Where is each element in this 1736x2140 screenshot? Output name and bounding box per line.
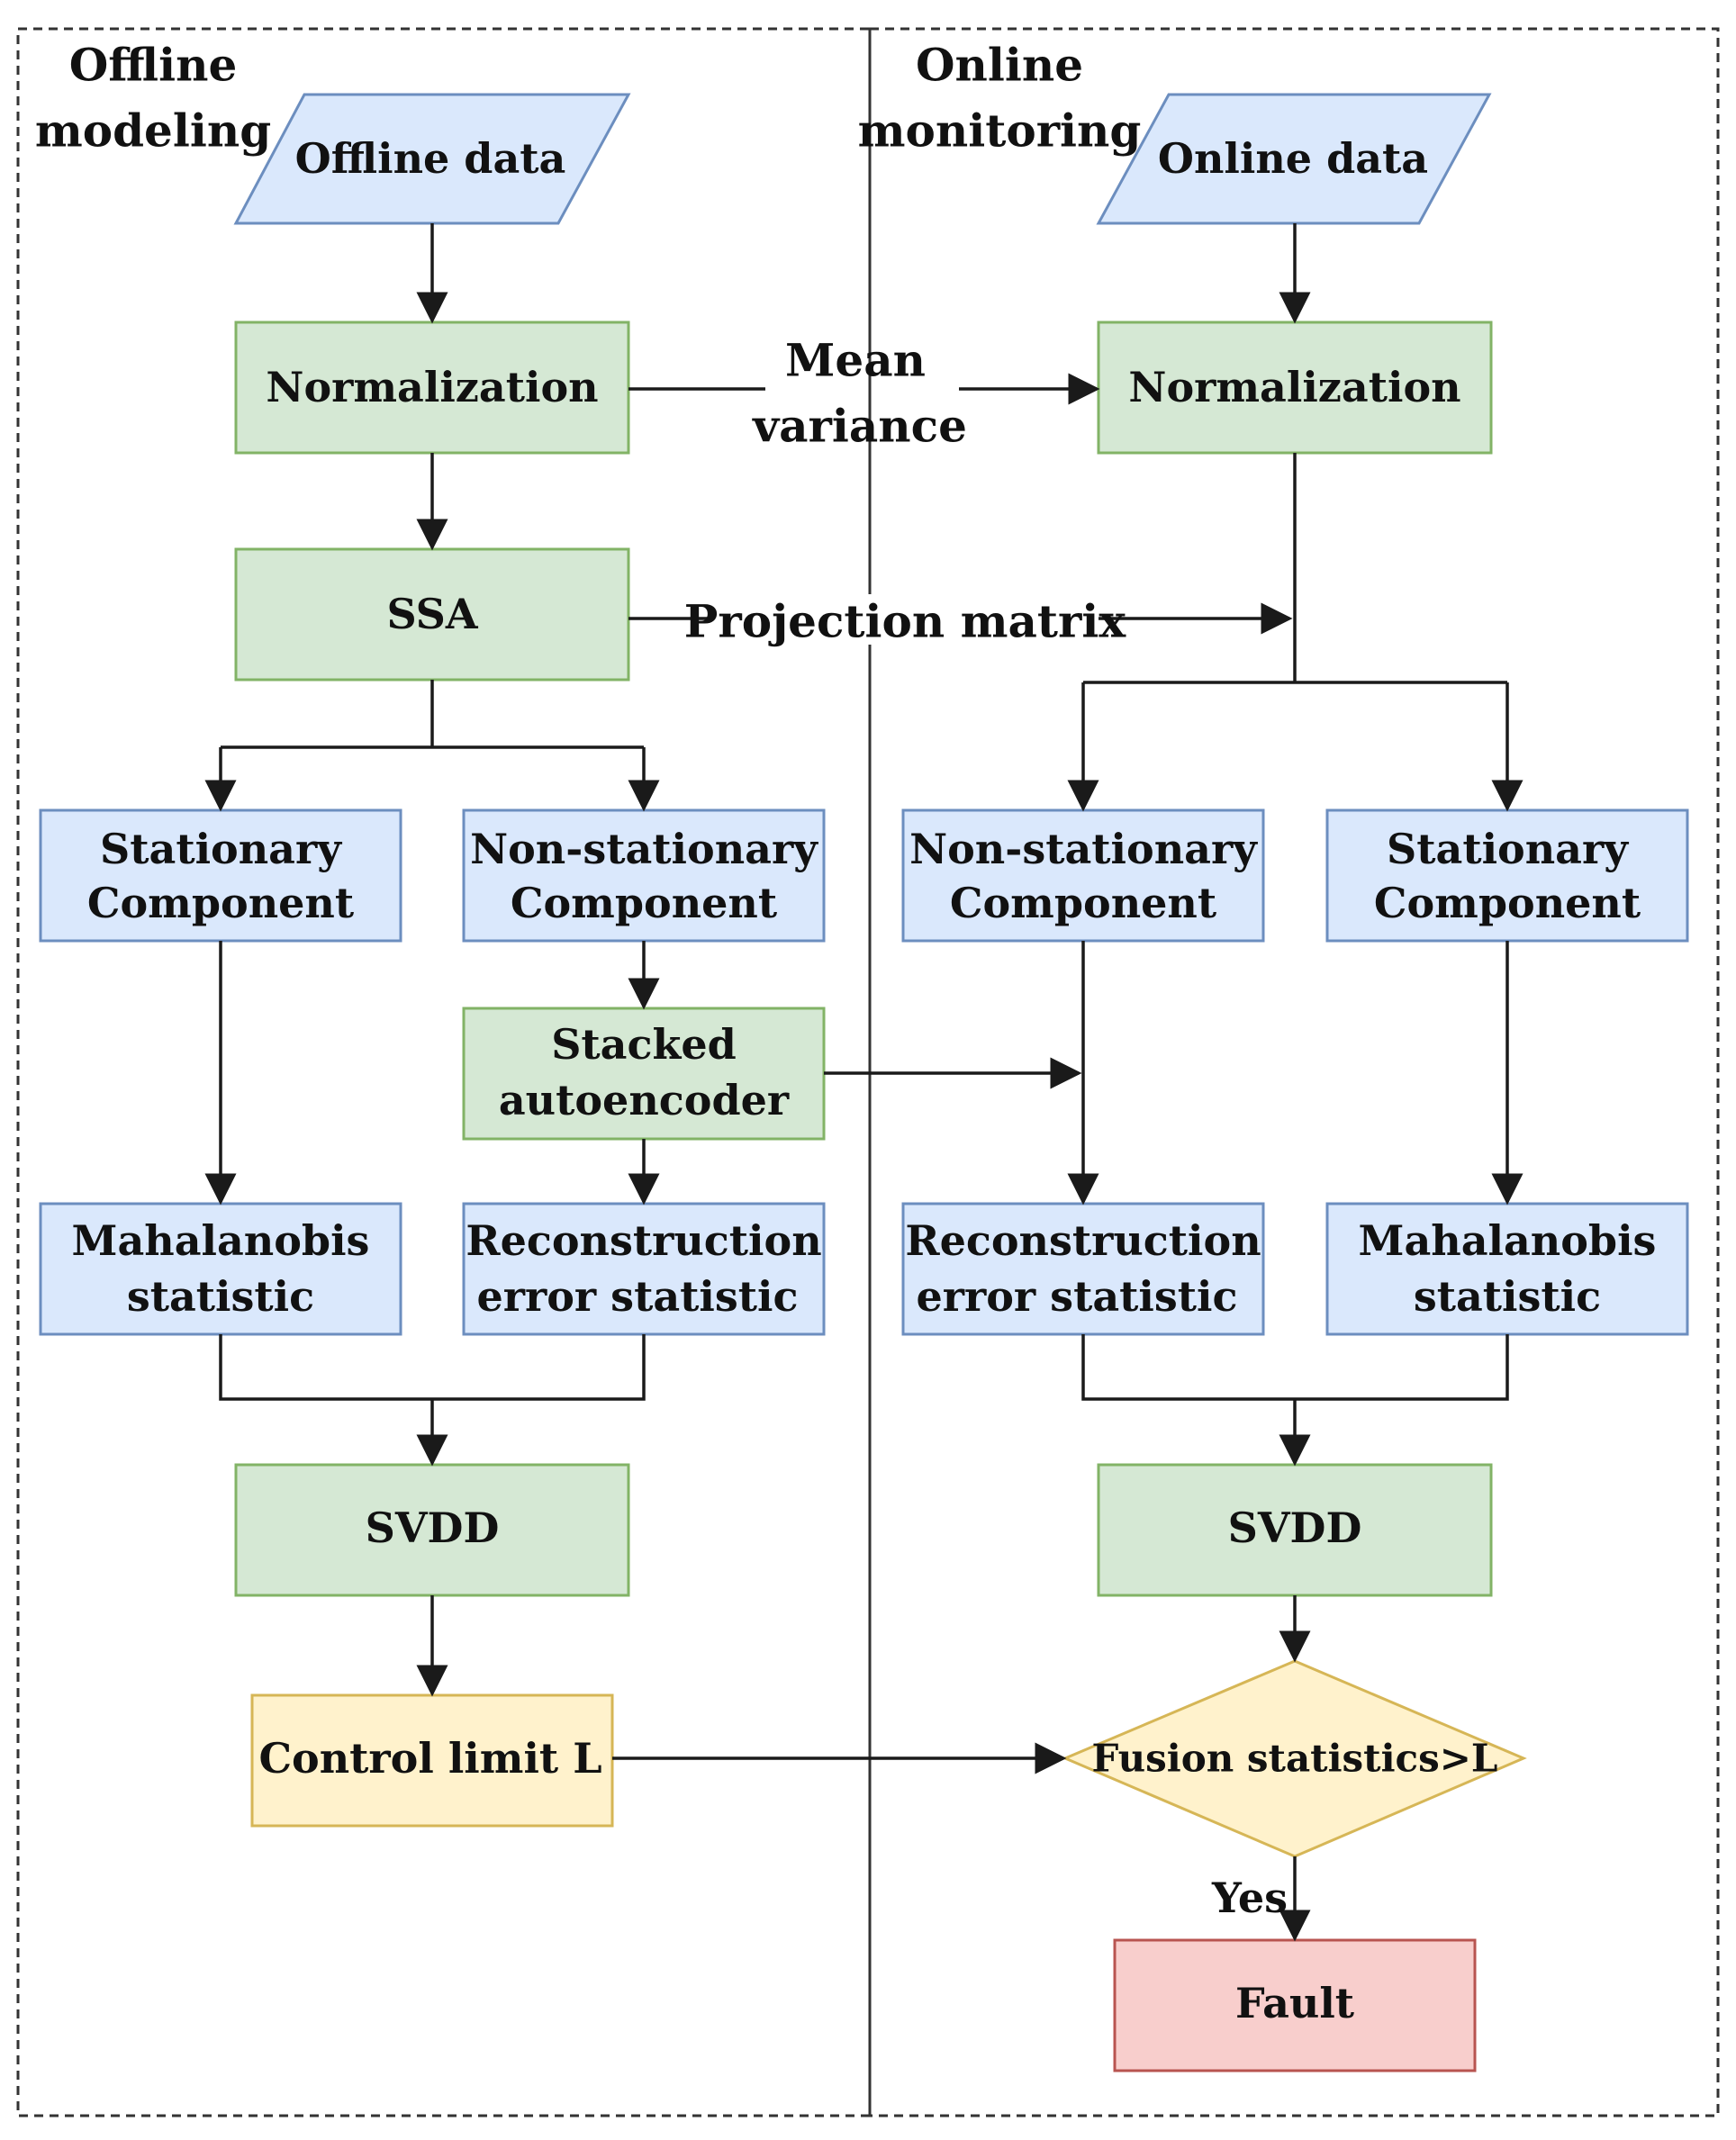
online-mahalanobis-label-2: statistic	[1414, 1272, 1601, 1321]
offline-autoencoder-label-1: Stacked	[551, 1020, 737, 1069]
online-nonstationary-label-2: Component	[950, 879, 1217, 927]
projection-label-bg	[711, 594, 1099, 645]
online-reconstruction-node	[901, 1202, 1265, 1336]
offline-data-node	[233, 93, 631, 225]
offline-mahalanobis-label-2: statistic	[127, 1272, 314, 1321]
offline-data-label: Offline data	[295, 134, 566, 183]
online-reconstruction-label-2: error statistic	[917, 1272, 1238, 1321]
offline-section-title: Offline	[69, 39, 238, 92]
fault-label: Fault	[1235, 1979, 1355, 2027]
online-svdd-node	[1097, 1463, 1493, 1597]
offline-mahalanobis-label-1: Mahalanobis	[72, 1216, 370, 1265]
offline-stationary-label-1: Stationary	[100, 825, 342, 873]
online-stationary-label-1: Stationary	[1387, 825, 1629, 873]
online-mahalanobis-label-1: Mahalanobis	[1359, 1216, 1657, 1265]
mean-variance-label-2: variance	[752, 400, 967, 453]
online-reconstruction-label-1: Reconstruction	[905, 1216, 1261, 1265]
offline-nonstationary-node	[462, 808, 826, 943]
control-limit-label: Control limit L	[258, 1734, 601, 1783]
offline-ssa-node	[234, 547, 630, 682]
offline-nonstationary-label-2: Component	[511, 879, 778, 927]
fault-node	[1113, 1938, 1477, 2072]
offline-autoencoder-label-2: autoencoder	[499, 1076, 790, 1124]
edge-online-stats-merge	[1081, 1334, 1509, 1401]
projection-matrix-label: Projection matrix	[684, 595, 1127, 648]
online-section-title: Online	[916, 39, 1083, 92]
edge-ssa-split	[221, 680, 644, 749]
online-normalization-label: Normalization	[1128, 363, 1460, 411]
online-data-label: Online data	[1158, 134, 1428, 183]
yes-label: Yes	[1211, 1874, 1288, 1922]
online-stationary-label-2: Component	[1374, 879, 1641, 927]
offline-stationary-label-2: Component	[87, 879, 355, 927]
online-nonstationary-node	[901, 808, 1265, 943]
online-normalization-node	[1097, 321, 1493, 455]
online-section-subtitle: monitoring	[858, 104, 1142, 158]
offline-svdd-label: SVDD	[366, 1503, 500, 1552]
offline-normalization-label: Normalization	[266, 363, 598, 411]
offline-reconstruction-label-1: Reconstruction	[466, 1216, 821, 1265]
online-stationary-node	[1325, 808, 1689, 943]
edge-offline-stats-merge	[219, 1334, 646, 1401]
offline-normalization-node	[234, 321, 630, 455]
offline-nonstationary-label-1: Non-stationary	[470, 825, 818, 873]
online-data-node	[1096, 93, 1492, 225]
offline-ssa-label: SSA	[386, 590, 478, 638]
offline-stationary-node	[39, 808, 402, 943]
decision-label: Fusion statistics>L	[1092, 1737, 1498, 1781]
offline-mahalanobis-node	[39, 1202, 402, 1336]
online-nonstationary-label-1: Non-stationary	[909, 825, 1258, 873]
online-mahalanobis-node	[1325, 1202, 1689, 1336]
control-limit-node	[250, 1693, 614, 1828]
edge-online-normalization-trunk	[1083, 453, 1507, 684]
online-svdd-label: SVDD	[1228, 1503, 1362, 1552]
offline-section-subtitle: modeling	[35, 104, 271, 158]
offline-reconstruction-label-2: error statistic	[477, 1272, 799, 1321]
mean-variance-label-1: Mean	[785, 334, 926, 387]
